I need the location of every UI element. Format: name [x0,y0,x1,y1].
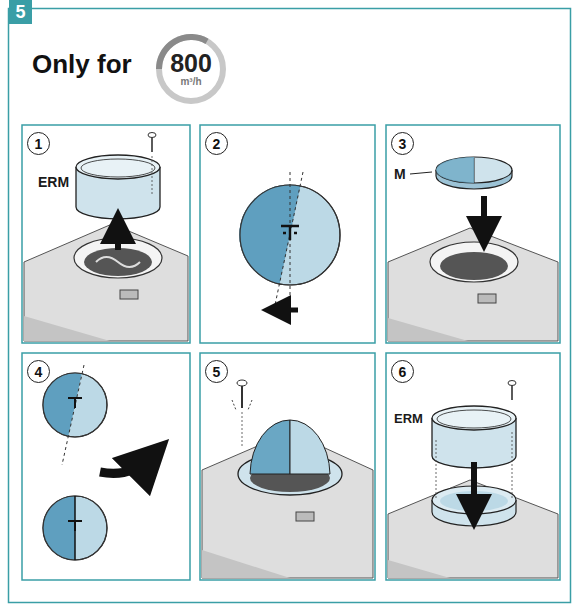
step-number-circle: 4 [27,360,50,383]
part-label: ERM [393,411,424,426]
step-number: 2 [213,137,221,151]
capacity-unit: m³/h [180,77,201,87]
capacity-circle: 800m³/h [155,33,227,105]
step-number: 4 [35,365,43,379]
step-number-circle: 1 [27,132,50,155]
step-number: 3 [399,137,407,151]
step-number-circle: 2 [205,132,228,155]
section-badge: 5 [9,0,32,24]
step-number: 6 [399,365,407,379]
part-label: M [393,166,407,182]
step-number-circle: 6 [391,360,414,383]
capacity-value: 800 [170,51,212,76]
step-number-circle: 5 [205,360,228,383]
part-label: ERM [37,174,70,190]
step-number: 1 [35,137,43,151]
heading-title: Only for [32,49,132,80]
section-number: 5 [15,3,25,21]
step-number: 5 [213,365,221,379]
step-number-circle: 3 [391,132,414,155]
